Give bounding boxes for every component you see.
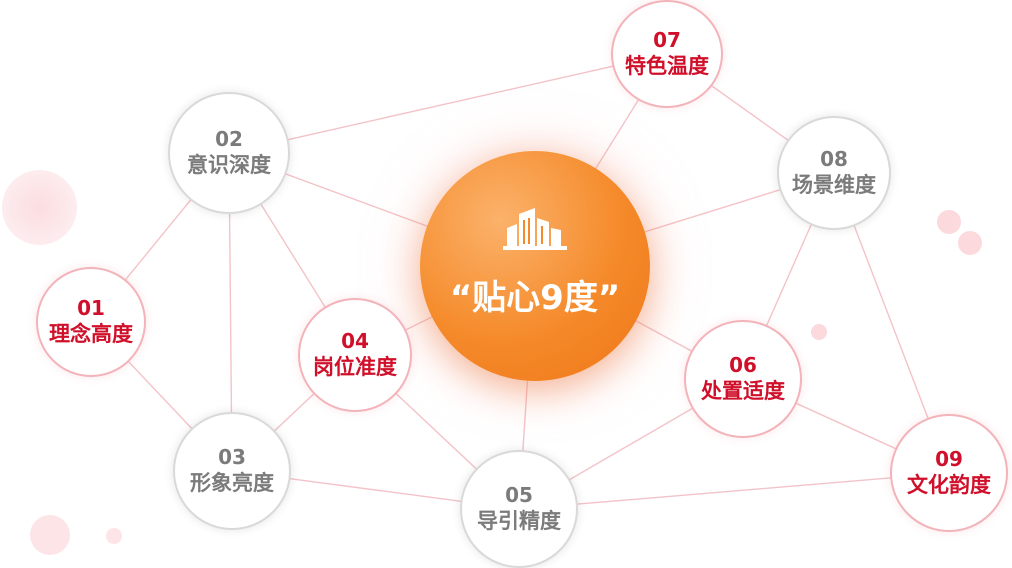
node-number: 03 — [218, 445, 246, 469]
node-label: 特色温度 — [625, 54, 709, 78]
node-08: 08 场景维度 — [777, 116, 891, 230]
node-03: 03 形象亮度 — [173, 412, 291, 530]
node-05: 05 导引精度 — [460, 450, 578, 568]
decor-dot — [2, 170, 77, 245]
node-label: 处置适度 — [701, 379, 785, 403]
node-number: 04 — [341, 329, 369, 353]
decor-dot — [937, 210, 961, 234]
node-number: 07 — [653, 28, 681, 52]
center-hub: “贴心9度” — [420, 151, 650, 381]
node-label: 意识深度 — [187, 153, 271, 177]
node-label: 形象亮度 — [190, 471, 274, 495]
node-02: 02 意识深度 — [168, 92, 290, 214]
node-label: 理念高度 — [49, 322, 133, 346]
node-number: 02 — [215, 127, 243, 151]
node-06: 06 处置适度 — [684, 320, 802, 438]
decor-dot — [958, 231, 982, 255]
node-number: 06 — [729, 353, 757, 377]
node-09: 09 文化韵度 — [890, 414, 1008, 532]
node-label: 岗位准度 — [313, 355, 397, 379]
node-number: 05 — [505, 483, 533, 507]
node-number: 01 — [77, 296, 105, 320]
node-label: 场景维度 — [792, 173, 876, 197]
node-label: 导引精度 — [477, 509, 561, 533]
decor-dot — [30, 515, 70, 555]
decor-dot — [811, 324, 827, 340]
node-04: 04 岗位准度 — [298, 298, 412, 412]
buildings-icon — [499, 204, 571, 256]
node-07: 07 特色温度 — [611, 0, 723, 108]
edge-02-07 — [228, 53, 668, 154]
center-title: “贴心9度” — [449, 277, 621, 318]
node-label: 文化韵度 — [907, 473, 991, 497]
node-01: 01 理念高度 — [36, 267, 146, 377]
decor-dot — [106, 528, 122, 544]
node-number: 09 — [935, 447, 963, 471]
edge-05-09 — [518, 472, 950, 510]
node-number: 08 — [820, 147, 848, 171]
